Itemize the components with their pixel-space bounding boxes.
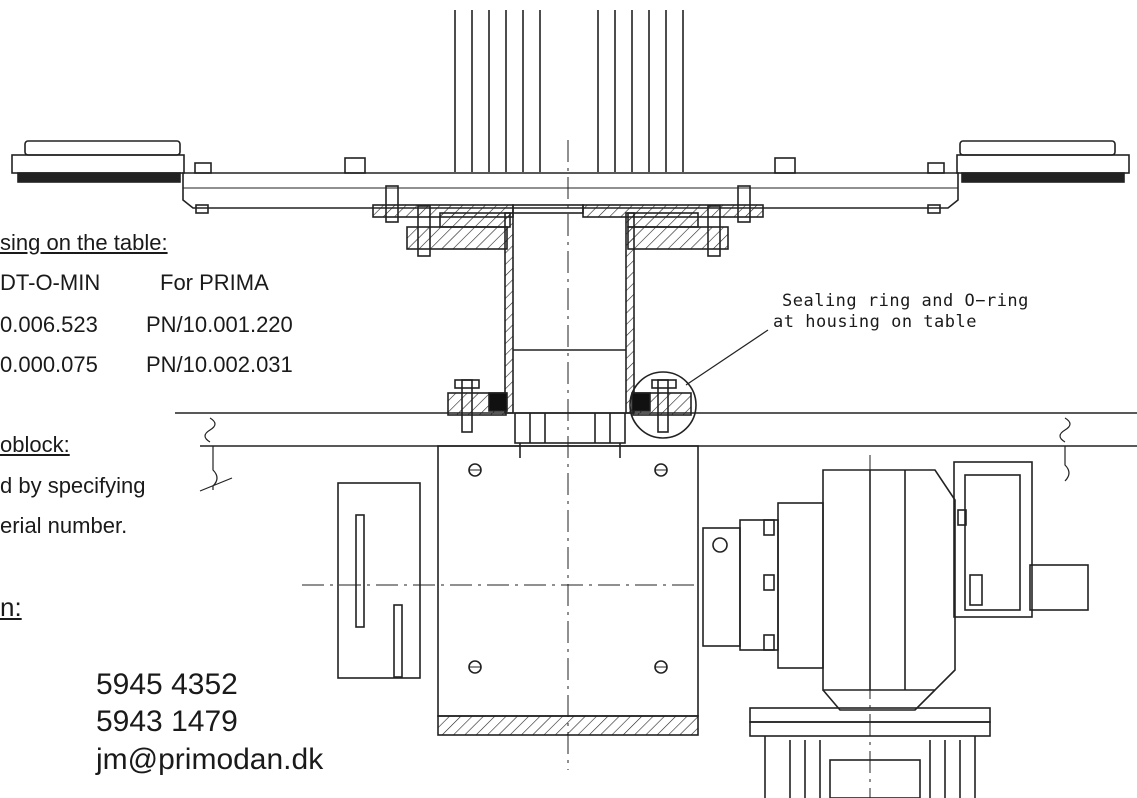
housing-row2-col1: 0.000.075 [0,352,98,377]
block-line2: erial number. [0,513,128,538]
upper-column [454,10,684,172]
housing-col2-header: For PRIMA [160,270,269,295]
contact-phone1: 5945 4352 [96,668,238,701]
centre-lines [302,140,871,798]
arm-plate [11,140,1130,214]
housing-heading: sing on the table: [0,230,168,255]
left-bracket [337,482,421,679]
leader-lines [199,329,769,492]
housing-row1-col1: 0.006.523 [0,312,98,337]
contact-phone2: 5943 1479 [96,705,238,738]
contact-heading: n: [0,592,22,622]
seal-housing [447,371,697,458]
hub-assembly [372,185,764,414]
contact-email[interactable]: jm@primodan.dk [96,743,324,776]
table-surface [175,412,1137,490]
housing-col1-header: DT-O-MIN [0,270,101,295]
callout-line2: at housing on table [773,312,977,332]
block-line1: d by specifying [0,473,146,498]
callout-line1: Sealing ring and O−ring [782,291,1029,311]
block-heading: oblock: [0,432,70,457]
housing-row2-col2: PN/10.002.031 [146,352,293,377]
housing-row1-col2: PN/10.001.220 [146,312,293,337]
motor [702,461,1089,798]
